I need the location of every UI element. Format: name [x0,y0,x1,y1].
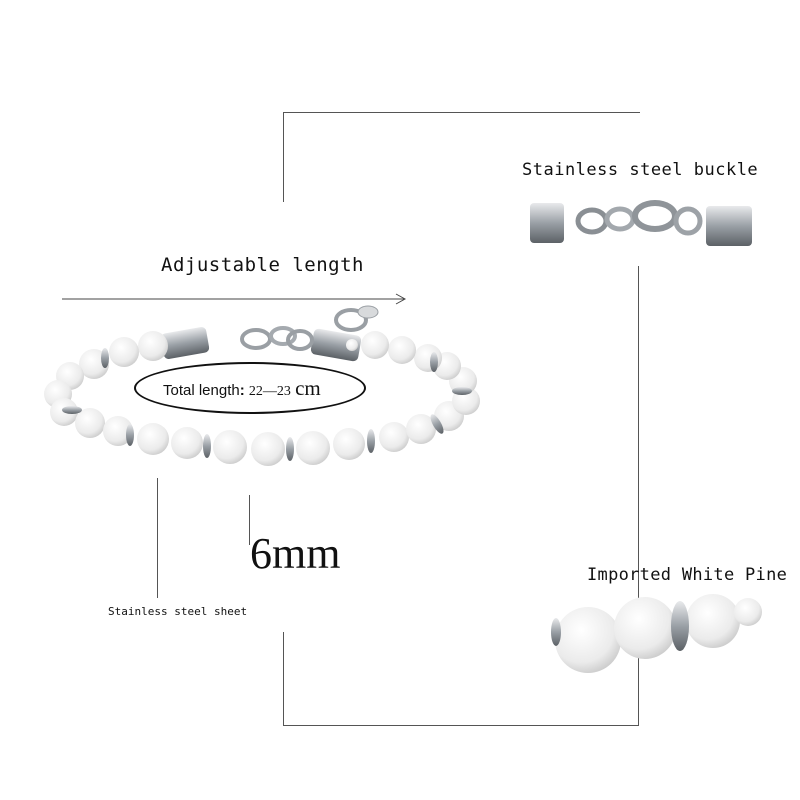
total-length-prefix: Total length [163,382,240,399]
bracelet-beads [44,331,480,466]
size-pointer-line [249,495,250,545]
bead-size-label: 6mm [250,529,341,578]
frame-left-line-upper [283,112,284,202]
pine-bead-closeup [551,594,762,673]
total-length-badge [134,362,366,414]
frame-right-line [638,266,639,726]
buckle-label: Stainless steel buckle [522,160,759,180]
adjustable-arrow [62,293,407,305]
total-length-unit: cm [295,376,321,400]
bracelet-spacers [62,348,472,461]
total-length-value: 22—23 [248,384,291,399]
total-length-text: Total length: 22—23 cm [163,376,321,401]
total-length-colon: : [239,382,245,399]
frame-left-line-lower [283,632,284,726]
sheet-pointer-line [157,478,158,598]
adjustable-length-label: Adjustable length [161,254,364,276]
bracelet [44,305,480,466]
frame-top-line [283,112,640,113]
white-pine-label: Imported White Pine [587,565,788,585]
frame-bottom-line [283,725,639,726]
buckle-photo [530,200,752,246]
steel-sheet-label: Stainless steel sheet [108,605,248,618]
